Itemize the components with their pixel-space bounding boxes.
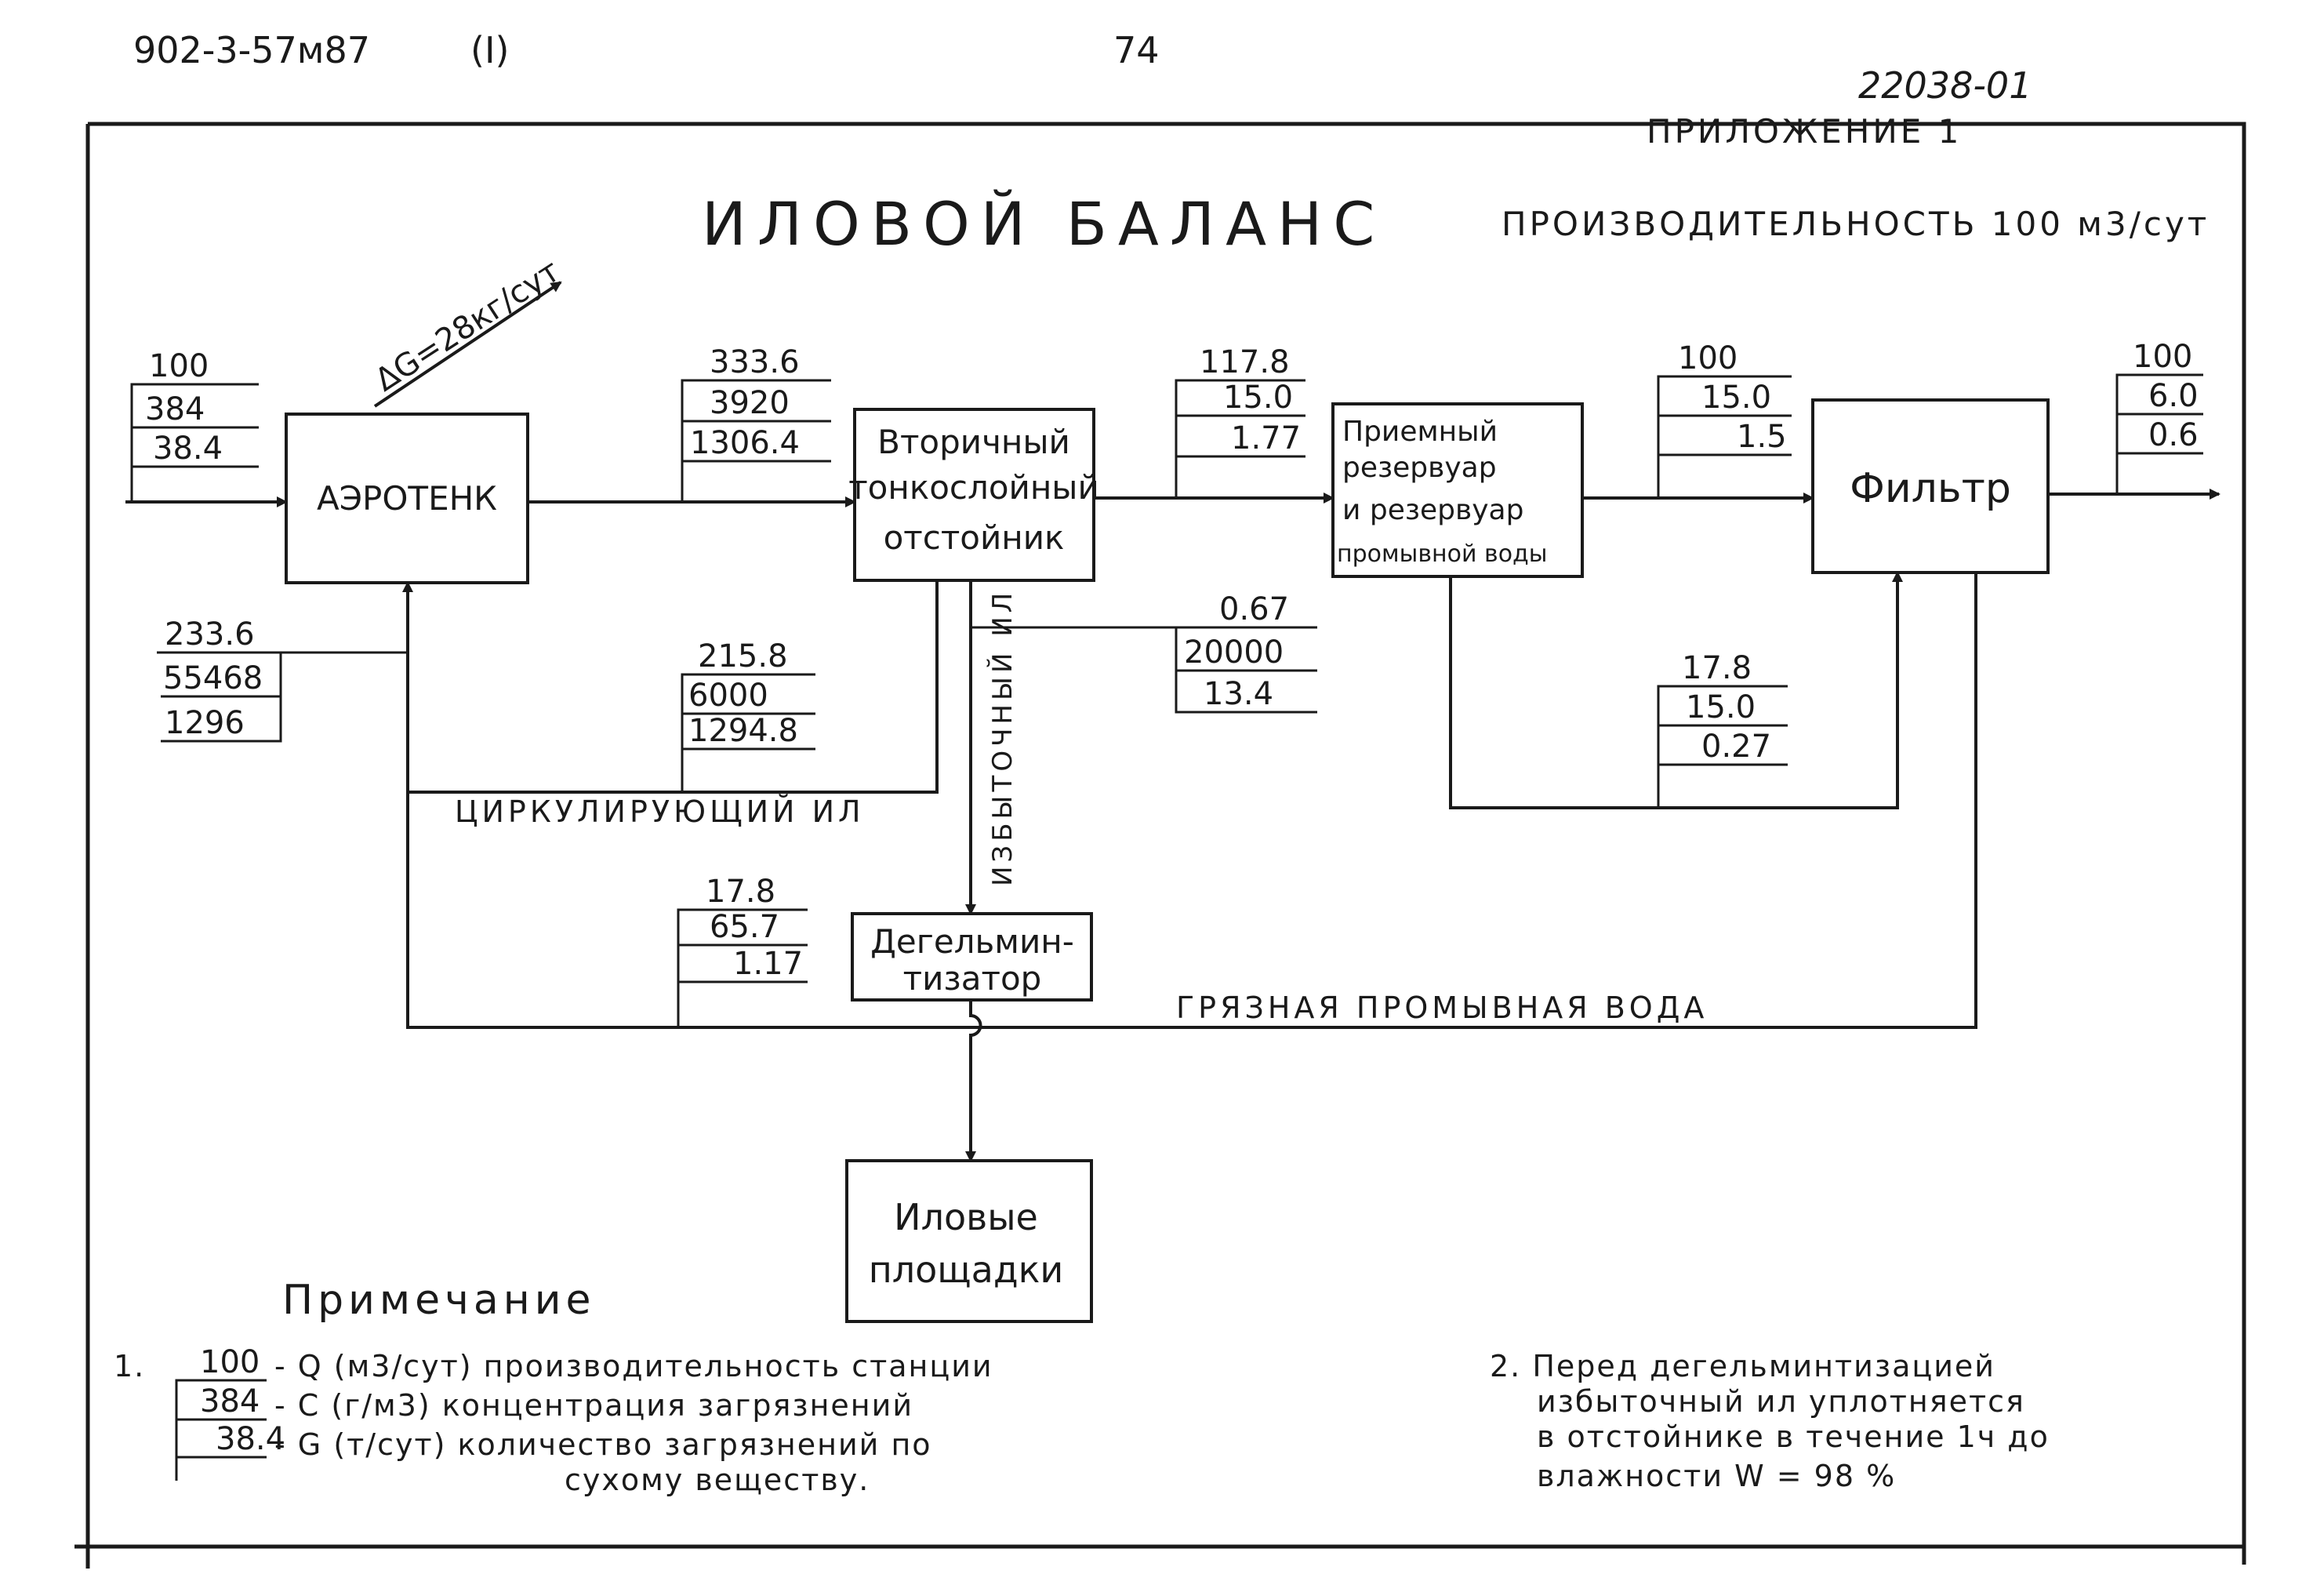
- value-cell: 13.4: [1204, 676, 1273, 712]
- value-cell: 100: [1678, 340, 1738, 376]
- note-2-line-2: избыточный ил уплотняется: [1537, 1384, 2025, 1419]
- value-cell: 117.8: [1200, 344, 1290, 380]
- excess-sludge-values: 0.67 20000 13.4: [1175, 591, 1317, 714]
- degelmintizator-return-values: 17.8 65.7 1.17: [677, 874, 808, 1027]
- value-cell: 1306.4: [690, 425, 800, 461]
- value-cell: 0.27: [1701, 729, 1771, 765]
- filter-box: [1811, 398, 2050, 574]
- sludge-beds-label-1: Иловые: [894, 1196, 1038, 1238]
- doc-code: 902-3-57м87: [133, 29, 370, 71]
- aerotank-label: АЭРОТЕНК: [317, 479, 497, 518]
- value-cell: 15.0: [1686, 689, 1756, 725]
- wash-water-line: [1449, 571, 1903, 809]
- value-cell: 17.8: [1682, 650, 1752, 686]
- value-cell: 0.6: [2148, 417, 2199, 453]
- value-cell: 55468: [163, 660, 263, 696]
- value-cell: 1296: [165, 705, 245, 741]
- notes-heading: Примечание: [282, 1277, 596, 1324]
- value-cell: 38.4: [216, 1421, 285, 1457]
- dirty-wash-water-line: [406, 573, 1977, 1029]
- dg-arrow: [373, 281, 562, 408]
- legend-values: 100 384 38.4: [175, 1344, 285, 1481]
- note-1-line-3: - G (т/сут) количество загрязнений по: [274, 1427, 932, 1462]
- clarifier-label-1: Вторичный: [877, 423, 1070, 461]
- appendix-label: ПРИЛОЖЕНИЕ 1: [1647, 112, 1962, 151]
- sludge-beds-box: [845, 1159, 1093, 1323]
- circulating-values: 215.8 6000 1294.8: [681, 638, 815, 792]
- value-cell: 215.8: [698, 638, 788, 674]
- note-1-line-2: - С (г/м3) концентрация загрязнений: [274, 1388, 913, 1423]
- note-2-line-3: в отстойнике в течение 1ч до: [1537, 1420, 2050, 1454]
- value-cell: 0.67: [1219, 591, 1289, 627]
- inflow-values: 100 384 38.4: [130, 348, 259, 502]
- value-cell: 17.8: [706, 874, 775, 910]
- value-cell: 3920: [710, 385, 790, 421]
- page-number: 74: [1113, 29, 1160, 71]
- value-cell: 384: [200, 1383, 260, 1420]
- diagram-title: ИЛОВОЙ БАЛАНС: [702, 188, 1385, 259]
- value-cell: 233.6: [165, 616, 255, 653]
- degelmintizator-label-1: Дегельмин-: [870, 922, 1074, 961]
- value-cell: 1.5: [1737, 419, 1787, 455]
- value-cell: 6.0: [2148, 378, 2199, 414]
- circulating-sludge-line: [402, 580, 939, 794]
- value-cell: 20000: [1184, 634, 1284, 671]
- note-1-line-1: - Q (м3/сут) производительность станции: [274, 1349, 993, 1383]
- section-number: (I): [470, 29, 509, 71]
- degelmintizator-label-2: тизатор: [903, 959, 1042, 998]
- value-cell: 6000: [688, 678, 768, 714]
- frame-top-right: [88, 122, 2246, 1565]
- value-cell: 333.6: [710, 344, 800, 380]
- reservoir-label-2: резервуар: [1342, 452, 1497, 484]
- value-cell: 38.4: [153, 431, 223, 467]
- value-cell: 15.0: [1701, 380, 1771, 416]
- value-cell: 100: [200, 1344, 260, 1380]
- value-cell: 1294.8: [688, 713, 798, 749]
- excess-sludge-label: ИЗБЫТОЧНЫЙ ИЛ: [986, 589, 1019, 886]
- sludge-beds-label-2: площадки: [869, 1249, 1064, 1291]
- reservoir-box: [1331, 402, 1584, 578]
- reservoir-out-values: 100 15.0 1.5: [1657, 340, 1792, 498]
- clarifier-out-values: 117.8 15.0 1.77: [1175, 344, 1305, 498]
- filter-out-values: 100 6.0 0.6: [2115, 339, 2203, 494]
- value-cell: 384: [145, 391, 205, 427]
- reservoir-label-3: и резервуар: [1342, 494, 1523, 526]
- filter-label: Фильтр: [1850, 465, 2011, 512]
- aerotank-out-values: 333.6 3920 1306.4: [681, 344, 831, 502]
- to-sludge-beds-line: [965, 1000, 982, 1162]
- note-1-number: 1.: [114, 1349, 145, 1383]
- note-1-line-4: сухому веществу.: [565, 1463, 870, 1497]
- sheet-code: 22038-01: [1858, 64, 2032, 107]
- note-2-line-1: 2. Перед дегельминтизацией: [1490, 1349, 1995, 1383]
- value-cell: 100: [2133, 339, 2192, 375]
- value-cell: 65.7: [710, 909, 779, 945]
- reservoir-label-1: Приемный: [1342, 416, 1498, 448]
- value-cell: 1.17: [733, 946, 803, 982]
- dirty-wash-water-label: ГРЯЗНАЯ ПРОМЫВНАЯ ВОДА: [1176, 991, 1708, 1025]
- value-cell: 100: [149, 348, 209, 384]
- note-2-line-4: влажности W = 98 %: [1537, 1459, 1896, 1493]
- return-to-aerotank-values: 233.6 55468 1296: [157, 616, 408, 743]
- wash-water-values: 17.8 15.0 0.27: [1657, 650, 1788, 808]
- value-cell: 1.77: [1231, 420, 1301, 456]
- clarifier-label-3: отстойник: [884, 518, 1065, 557]
- reservoir-label-4: промывной воды: [1337, 540, 1547, 568]
- dg-label: ΔG=28кг/сут: [369, 253, 566, 399]
- clarifier-box: [853, 408, 1095, 582]
- circulating-sludge-label: ЦИРКУЛИРУЮЩИЙ ИЛ: [455, 794, 865, 829]
- value-cell: 15.0: [1223, 380, 1293, 416]
- clarifier-label-2: тонкослойный: [848, 468, 1099, 507]
- diagram-subtitle: ПРОИЗВОДИТЕЛЬНОСТЬ 100 м3/сут: [1502, 205, 2210, 243]
